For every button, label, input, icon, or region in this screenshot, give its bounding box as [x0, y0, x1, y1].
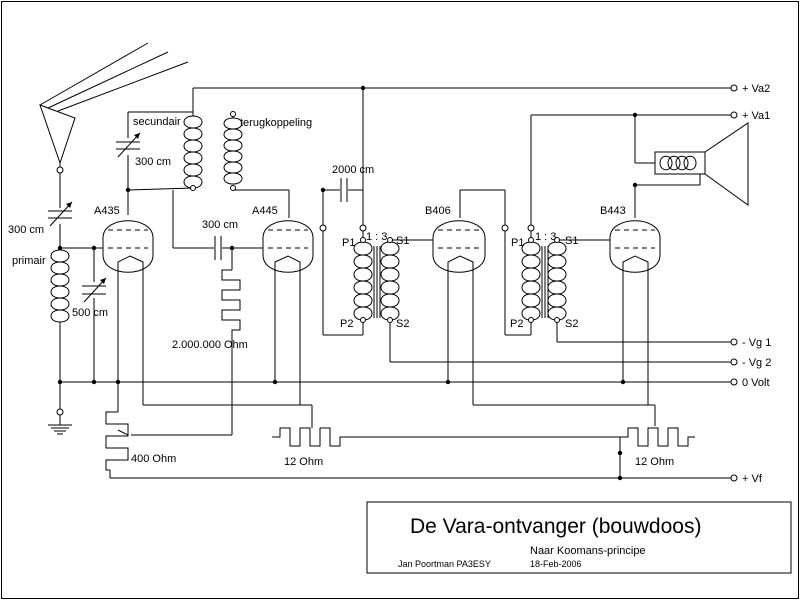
transformer-1-icon — [353, 237, 400, 323]
terminal-circles — [56, 84, 738, 482]
tube-b443-label: B443 — [600, 205, 626, 217]
res-12-right-label: 12 Ohm — [635, 456, 674, 468]
terminal-va1-label: + Va1 — [742, 110, 770, 122]
capacitor-500-icon — [82, 277, 107, 303]
cap-300-left-label: 300 cm — [8, 224, 44, 236]
secundair-label: secundair — [133, 116, 181, 128]
tube-b406-icon — [432, 220, 486, 273]
cap-300-mid-label: 300 cm — [202, 219, 238, 231]
junction-dots — [57, 85, 638, 481]
transformer-2-s1: S1 — [565, 235, 578, 247]
transformer-2-p1: P1 — [511, 237, 524, 249]
tube-b443-icon — [609, 220, 661, 273]
cap-300-sec-label: 300 cm — [135, 156, 171, 168]
terminal-zero-label: 0 Volt — [742, 377, 770, 389]
coil-terugkoppeling-icon — [223, 111, 243, 191]
res-grid-label: 2.000.000 Ohm — [172, 339, 248, 351]
terminal-vg2-label: - Vg 2 — [742, 357, 771, 369]
cap-2000-label: 2000 cm — [332, 164, 374, 176]
tube-a435-icon — [102, 220, 154, 273]
terminal-va2-label: + Va2 — [742, 83, 770, 95]
tube-b406-label: B406 — [425, 205, 451, 217]
transformer-2-icon — [521, 237, 567, 323]
tube-a435-label: A435 — [94, 205, 120, 217]
transformer-1-s2: S2 — [396, 318, 409, 330]
terminal-vg1-label: - Vg 1 — [742, 337, 771, 349]
ground-icon — [48, 415, 72, 435]
transformer-2-p2: P2 — [510, 318, 523, 330]
transformer-2-s2: S2 — [565, 318, 578, 330]
transformer-1-s1: S1 — [396, 235, 409, 247]
cap-500-label: 500 cm — [72, 307, 108, 319]
antenna-icon — [39, 42, 189, 174]
transformer-2-ratio: 1 : 3 — [535, 231, 556, 243]
resistor-12-right-icon — [620, 420, 695, 447]
resistor-grid-icon — [221, 269, 241, 336]
subtitle-text: Naar Koomans-principe — [530, 545, 646, 557]
resistor-400-icon — [105, 411, 129, 471]
resistor-12-left-icon — [272, 420, 345, 447]
terminal-vf-label: + Vf — [742, 473, 763, 485]
coil-primair-icon — [50, 249, 70, 323]
primair-label: primair — [12, 255, 46, 267]
tube-a445-label: A445 — [252, 205, 278, 217]
author-text: Jan Poortman PA3ESY — [398, 559, 491, 569]
title-text: De Vara-ontvanger (bouwdoos) — [410, 515, 701, 538]
capacitor-300-mid-icon — [214, 236, 222, 260]
res-12-left-label: 12 Ohm — [284, 456, 323, 468]
date-text: 18-Feb-2006 — [530, 559, 582, 569]
terugkoppeling-label: terugkoppeling — [240, 117, 312, 129]
capacitor-antenna-icon — [48, 201, 73, 227]
coil-secundair-icon — [183, 115, 203, 191]
transformer-1-p1: P1 — [342, 237, 355, 249]
transformer-1-ratio: 1 : 3 — [366, 231, 387, 243]
transformer-1-p2: P2 — [340, 318, 353, 330]
tube-a445-icon — [262, 220, 314, 273]
wiring — [59, 87, 731, 479]
loudspeaker-icon — [654, 122, 749, 206]
capacitor-2000-icon — [340, 178, 348, 202]
title-block: De Vara-ontvanger (bouwdoos) Naar Kooman… — [366, 501, 792, 574]
capacitor-secundair-icon — [116, 132, 141, 158]
res-400-label: 400 Ohm — [131, 453, 176, 465]
